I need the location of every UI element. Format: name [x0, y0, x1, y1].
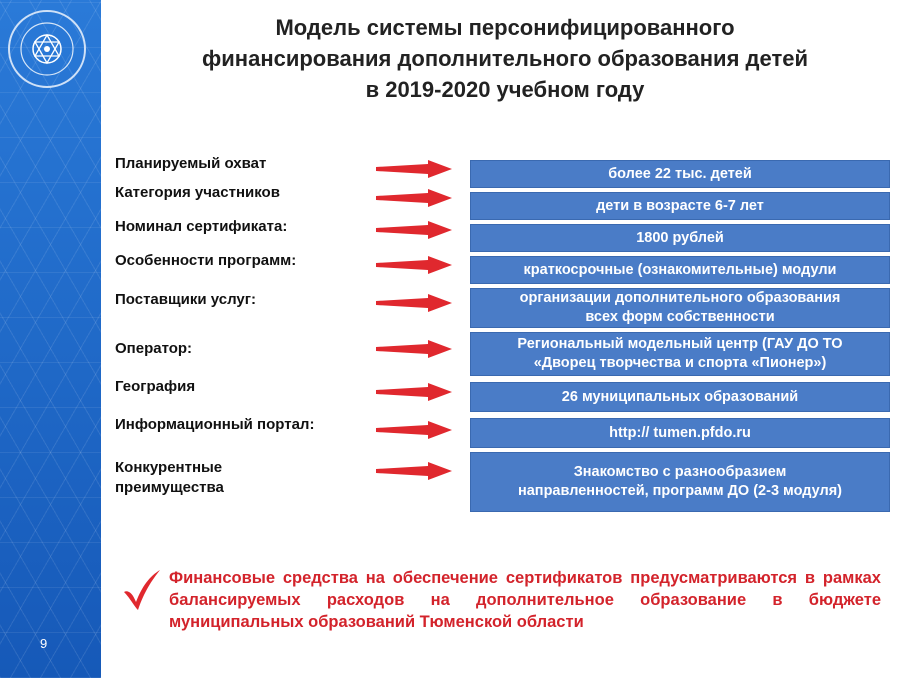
red-arrow-icon	[376, 340, 452, 358]
row-value-line: Региональный модельный центр (ГАУ ДО ТО	[517, 336, 843, 352]
row-label-advantages: Конкурентные преимущества	[115, 458, 224, 498]
row-value-portal: http:// tumen.pfdo.ru	[470, 418, 890, 448]
red-check-icon	[124, 570, 160, 610]
row-label-portal: Информационный портал:	[115, 416, 315, 433]
red-arrow-icon	[376, 294, 452, 312]
red-arrow-icon	[376, 462, 452, 480]
row-label-nominal: Номинал сертификата:	[115, 218, 288, 235]
row-value-providers: организации дополнительного образования …	[470, 288, 890, 328]
row-value-operator: Региональный модельный центр (ГАУ ДО ТО …	[470, 332, 890, 376]
red-arrow-icon	[376, 189, 452, 207]
row-value-line: всех форм собственности	[585, 309, 775, 325]
title-line: финансирования дополнительного образован…	[202, 46, 808, 71]
logo-icon	[8, 10, 86, 88]
row-value-nominal: 1800 рублей	[470, 224, 890, 252]
title-line: в 2019-2020 учебном году	[365, 77, 645, 102]
row-value-line: направленностей, программ ДО (2-3 модуля…	[517, 483, 842, 499]
row-value-participants: дети в возрасте 6-7 лет	[470, 192, 890, 220]
row-label-coverage: Планируемый охват	[115, 155, 267, 172]
row-value-coverage: более 22 тыс. детей	[470, 160, 890, 188]
row-label-geography: География	[115, 378, 196, 395]
page-number: 9	[40, 636, 48, 651]
row-label-participants: Категория участников	[115, 184, 280, 201]
row-value-line: организации дополнительного образования	[519, 290, 841, 306]
row-label-operator: Оператор:	[115, 340, 193, 357]
red-arrow-icon	[376, 256, 452, 274]
row-label-line: преимущества	[115, 479, 224, 496]
red-arrow-icon	[376, 160, 452, 178]
red-arrow-icon	[376, 221, 452, 239]
row-value-line: Знакомство с разнообразием	[573, 464, 787, 480]
red-arrow-icon	[376, 421, 452, 439]
row-label-programs: Особенности программ:	[115, 252, 297, 269]
red-arrow-icon	[376, 383, 452, 401]
row-value-advantages: Знакомство с разнообразием направленност…	[470, 452, 890, 512]
funding-note: Финансовые средства на обеспечение серти…	[169, 569, 881, 631]
row-label-providers: Поставщики услуг:	[115, 291, 256, 308]
page-title: Модель системы персонифицированного фина…	[120, 12, 890, 105]
row-value-geography: 26 муниципальных образований	[470, 382, 890, 412]
row-value-programs: краткосрочные (ознакомительные) модули	[470, 256, 890, 284]
sidebar-panel: 9	[0, 0, 101, 678]
row-label-line: Конкурентные	[115, 459, 223, 476]
row-value-line: «Дворец творчества и спорта «Пионер»)	[533, 355, 827, 371]
title-line: Модель системы персонифицированного	[275, 15, 735, 40]
